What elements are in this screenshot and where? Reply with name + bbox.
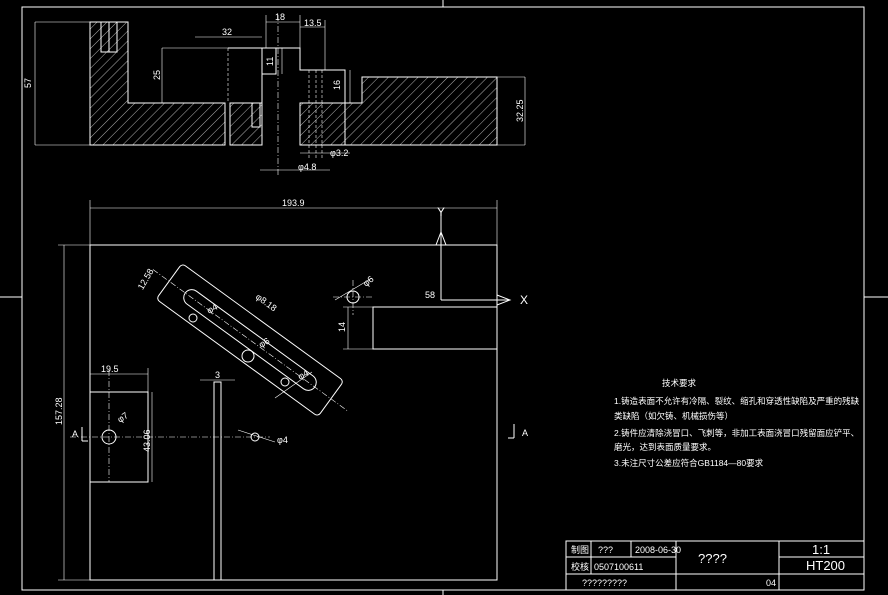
dim-3: 3 xyxy=(215,370,220,380)
dim-19-5: 19.5 xyxy=(101,364,119,374)
axis-x-label: X xyxy=(520,293,528,307)
dim-14: 14 xyxy=(337,322,347,332)
section-marker-left: A xyxy=(72,429,78,439)
dim-phi4-b: φ4 xyxy=(296,368,310,382)
dim-157-28: 157.28 xyxy=(54,397,64,425)
dim-phi4-a: φ4 xyxy=(205,302,219,316)
dim-13-5: 13.5 xyxy=(304,18,322,28)
dim-phi8-18: φ8.18 xyxy=(254,292,279,314)
dim-18: 18 xyxy=(275,12,285,22)
title-block: 制图 ??? 2008-06-30 校核 0507100611 ????????… xyxy=(565,540,865,591)
notes-line-3: 2.铸件应清除浇冒口、飞刺等，非加工表面浇冒口残留面应铲平、 xyxy=(614,428,859,438)
notes-line-4: 磨光，达到表面质量要求。 xyxy=(614,442,716,452)
dim-193-9: 193.9 xyxy=(282,198,305,208)
technical-notes: 技术要求 1.铸造表面不允许有冷隔、裂纹、缩孔和穿透性缺陷及严重的残缺 类缺陷（… xyxy=(614,378,860,468)
tb-sheet: 04 xyxy=(766,578,776,588)
tb-drawn-name: ??? xyxy=(598,545,613,555)
dim-32: 32 xyxy=(222,27,232,37)
notes-title: 技术要求 xyxy=(662,378,697,388)
section-marker-right: A xyxy=(522,428,528,438)
dim-43-06: 43.06 xyxy=(142,429,152,452)
dim-phi6-mid: φ6 xyxy=(257,336,271,350)
dim-11: 11 xyxy=(265,57,275,66)
dim-phi4-c: φ4 xyxy=(277,435,288,445)
dim-57: 57 xyxy=(23,78,33,88)
tb-check-label: 校核 xyxy=(571,561,589,572)
tb-material: HT200 xyxy=(806,558,845,573)
dim-32-25: 32.25 xyxy=(515,99,525,122)
dim-phi3-2: φ3.2 xyxy=(330,148,348,158)
dim-phi4-8: φ4.8 xyxy=(298,162,316,172)
tb-drawn-label: 制图 xyxy=(571,544,589,555)
dim-phi7: φ7 xyxy=(115,410,130,424)
dim-16: 16 xyxy=(332,80,342,90)
tb-scale: 1:1 xyxy=(812,542,830,557)
notes-line-5: 3.未注尺寸公差应符合GB1184—80要求 xyxy=(614,458,764,468)
dim-25: 25 xyxy=(152,70,162,80)
tb-date: 2008-06-30 xyxy=(635,545,681,555)
notes-line-1: 1.铸造表面不允许有冷隔、裂纹、缩孔和穿透性缺陷及严重的残缺 xyxy=(614,396,860,406)
plan-view: 193.9 Y X 58 12.58 φ8.18 φ6 φ4 φ6 φ4 xyxy=(54,198,528,581)
dim-12-58: 12.58 xyxy=(136,267,156,292)
front-section-view: 18 13.5 32 57 25 11 16 32.25 φ3.2 φ4.8 xyxy=(23,12,526,175)
dim-58: 58 xyxy=(425,290,435,300)
tb-school: ????????? xyxy=(582,578,627,588)
axis-y-label: Y xyxy=(437,205,445,219)
tb-part-name: ???? xyxy=(698,551,727,566)
tb-check-name: 0507100611 xyxy=(594,562,643,572)
notes-line-2: 类缺陷（如欠铸、机械损伤等） xyxy=(614,411,733,421)
dim-phi6-top: φ6 xyxy=(361,274,376,289)
